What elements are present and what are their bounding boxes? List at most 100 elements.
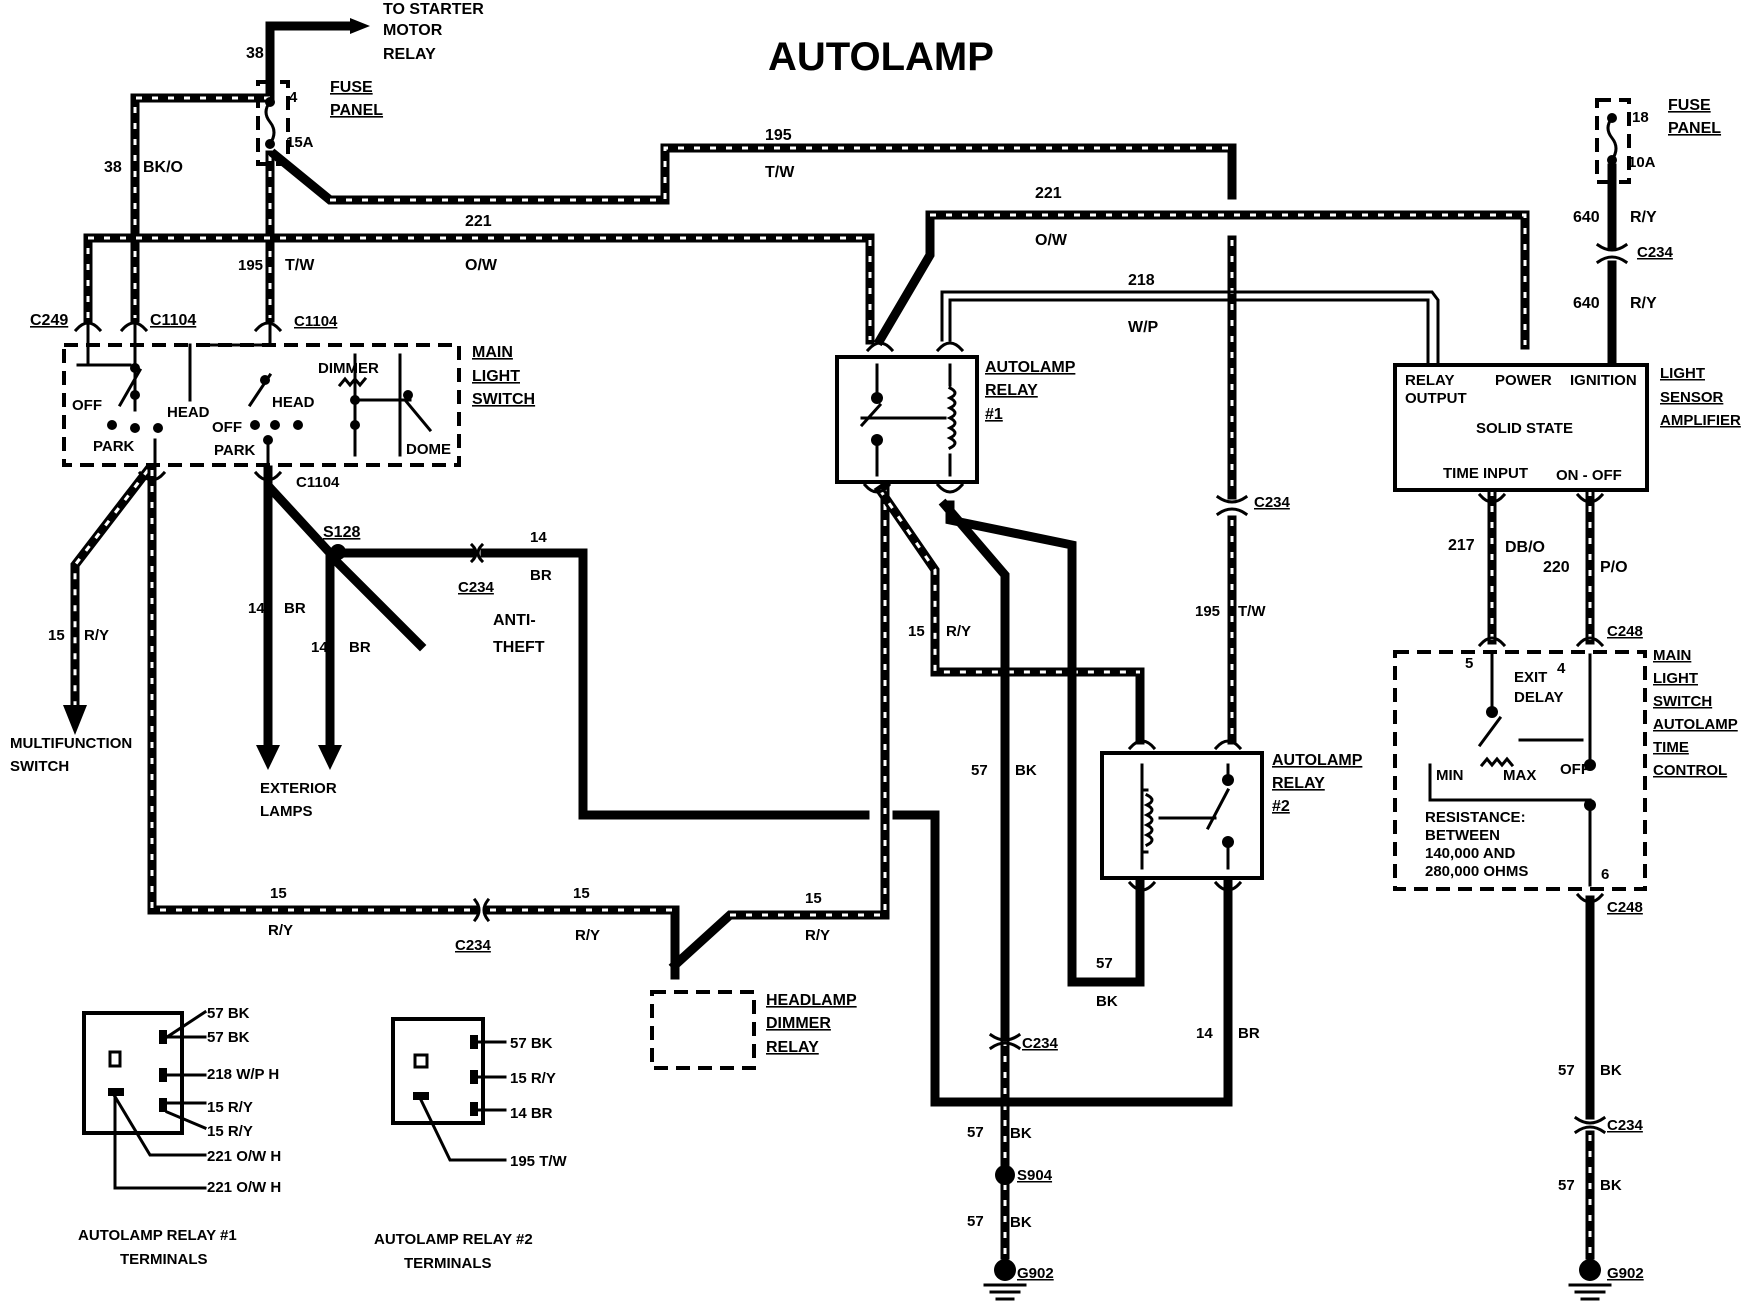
label-15-b: 15: [908, 623, 925, 640]
label-exit-delay-1: EXIT: [1514, 669, 1547, 686]
label-bk-e: BK: [1600, 1062, 1622, 1079]
connector-c234-bottom: [472, 897, 491, 923]
label-dbo: DB/O: [1505, 539, 1545, 556]
relay1-coil-icon: [946, 385, 957, 451]
label-head-r: HEAD: [272, 394, 315, 411]
relay1-caption-2: TERMINALS: [120, 1251, 208, 1268]
label-bko: BK/O: [143, 159, 183, 176]
label-14-b: 14: [248, 600, 265, 617]
light-sensor-amplifier: [1393, 363, 1649, 492]
label-dome: DOME: [406, 441, 451, 458]
label-br-b: BR: [284, 600, 306, 617]
label-fuse-4: 4: [289, 89, 298, 106]
relay1-term-1: 57 BK: [207, 1005, 250, 1022]
label-exterior-2: LAMPS: [260, 803, 313, 820]
arrow-starter-icon: [350, 18, 370, 34]
label-14-c: 14: [311, 639, 328, 656]
label-s904: S904: [1017, 1167, 1053, 1184]
label-mlsatc-4: AUTOLAMP: [1653, 716, 1738, 733]
label-exterior-1: EXTERIOR: [260, 780, 337, 797]
wire-57-bk-relay2: [945, 500, 1145, 987]
label-relay1-1: AUTOLAMP: [985, 359, 1076, 376]
label-off-r: OFF: [212, 419, 242, 436]
label-resistance-4: 280,000 OHMS: [1425, 863, 1528, 880]
label-light-sensor-1: LIGHT: [1660, 365, 1705, 382]
label-ry-b2: R/Y: [946, 623, 971, 640]
wire-195-tw-top: [268, 143, 1237, 205]
label-dimmer: DIMMER: [318, 360, 379, 377]
arrow-exterior-b-icon: [318, 745, 342, 770]
relay2-caption-1: AUTOLAMP RELAY #2: [374, 1231, 533, 1248]
label-bry-c: R/Y: [805, 927, 830, 944]
label-fuse-10a: 10A: [1628, 154, 1656, 171]
label-resistance-2: BETWEEN: [1425, 827, 1500, 844]
label-off-t: OFF: [1560, 761, 1590, 778]
label-bw15-b: 15: [573, 885, 590, 902]
ground-g902-left: [994, 1259, 1016, 1281]
wire-14-br-anti-theft: [480, 548, 870, 820]
wires: [63, 18, 1617, 1260]
label-main-light-3: SWITCH: [472, 391, 535, 408]
label-217: 217: [1448, 537, 1475, 554]
label-light-sensor-3: AMPLIFIER: [1660, 412, 1741, 429]
label-multifunction-2: SWITCH: [10, 758, 69, 775]
label-anti-theft-1: ANTI-: [493, 612, 536, 629]
label-57-e: 57: [1558, 1062, 1575, 1079]
label-220: 220: [1543, 559, 1570, 576]
relay1-term-7: 221 O/W H: [207, 1179, 281, 1196]
label-38-top: 38: [246, 45, 264, 62]
connector-c234-ground: [988, 1032, 1022, 1051]
relay1-term-2: 57 BK: [207, 1029, 250, 1046]
relay1-terminal-block: [82, 1011, 184, 1135]
label-to-starter-1: TO STARTER: [383, 1, 484, 18]
relay2-term-3: 14 BR: [510, 1105, 553, 1122]
label-g902-left: G902: [1017, 1265, 1054, 1282]
label-195-top: 195: [765, 127, 792, 144]
label-br-a: BR: [530, 567, 552, 584]
label-multifunction-1: MULTIFUNCTION: [10, 735, 132, 752]
label-57-b: 57: [1096, 955, 1113, 972]
label-resistance-1: RESISTANCE:: [1425, 809, 1526, 826]
label-headlamp-dimmer-3: RELAY: [766, 1039, 819, 1056]
label-bry-b: R/Y: [575, 927, 600, 944]
label-14-a: 14: [530, 529, 547, 546]
label-headlamp-dimmer-1: HEADLAMP: [766, 992, 857, 1009]
wire-15-ry-bottom-right: [668, 465, 890, 972]
label-57-a: 57: [971, 762, 988, 779]
label-max: MAX: [1503, 767, 1536, 784]
label-ow-left: O/W: [465, 257, 498, 274]
connector-c234-anti: [469, 542, 485, 564]
label-c248-bot: C248: [1607, 899, 1643, 916]
label-c249: C249: [30, 312, 68, 329]
label-bk-b: BK: [1096, 993, 1118, 1010]
relay2-terminal-pins: [413, 1035, 507, 1162]
wire-14-br-s128: [265, 483, 475, 558]
label-ry-ma: R/Y: [84, 627, 109, 644]
relay2-caption-2: TERMINALS: [404, 1255, 492, 1272]
label-221-right: 221: [1035, 185, 1062, 202]
label-fuse-panel-l2: PANEL: [330, 102, 383, 119]
dimmer-resistor-icon: [337, 376, 368, 388]
label-relay1-3: #1: [985, 406, 1003, 423]
labels: TO STARTER MOTOR RELAY FUSE PANEL FUSE P…: [10, 1, 1741, 1282]
label-mlsatc-3: SWITCH: [1653, 693, 1712, 710]
label-c234-ground: C234: [1022, 1035, 1059, 1052]
wire-38-starter: [265, 21, 355, 97]
label-mlsatc-1: MAIN: [1653, 647, 1691, 664]
label-pin5: 5: [1465, 655, 1473, 672]
label-218: 218: [1128, 272, 1155, 289]
label-c234-top: C234: [1637, 244, 1674, 261]
fuse-18-icon: [1606, 115, 1618, 163]
label-head-l: HEAD: [167, 404, 210, 421]
label-195-mid: 195: [1195, 603, 1220, 620]
label-bk-d: BK: [1010, 1214, 1032, 1231]
label-solid-state: SOLID STATE: [1476, 420, 1573, 437]
label-relay2-1: AUTOLAMP: [1272, 752, 1363, 769]
ground-g902-right: [1579, 1259, 1601, 1281]
label-po: P/O: [1600, 559, 1628, 576]
label-640-a: 640: [1573, 209, 1600, 226]
arrow-exterior-a-icon: [256, 745, 280, 770]
label-tw-top: T/W: [765, 164, 795, 181]
relay1-caption-1: AUTOLAMP RELAY #1: [78, 1227, 237, 1244]
